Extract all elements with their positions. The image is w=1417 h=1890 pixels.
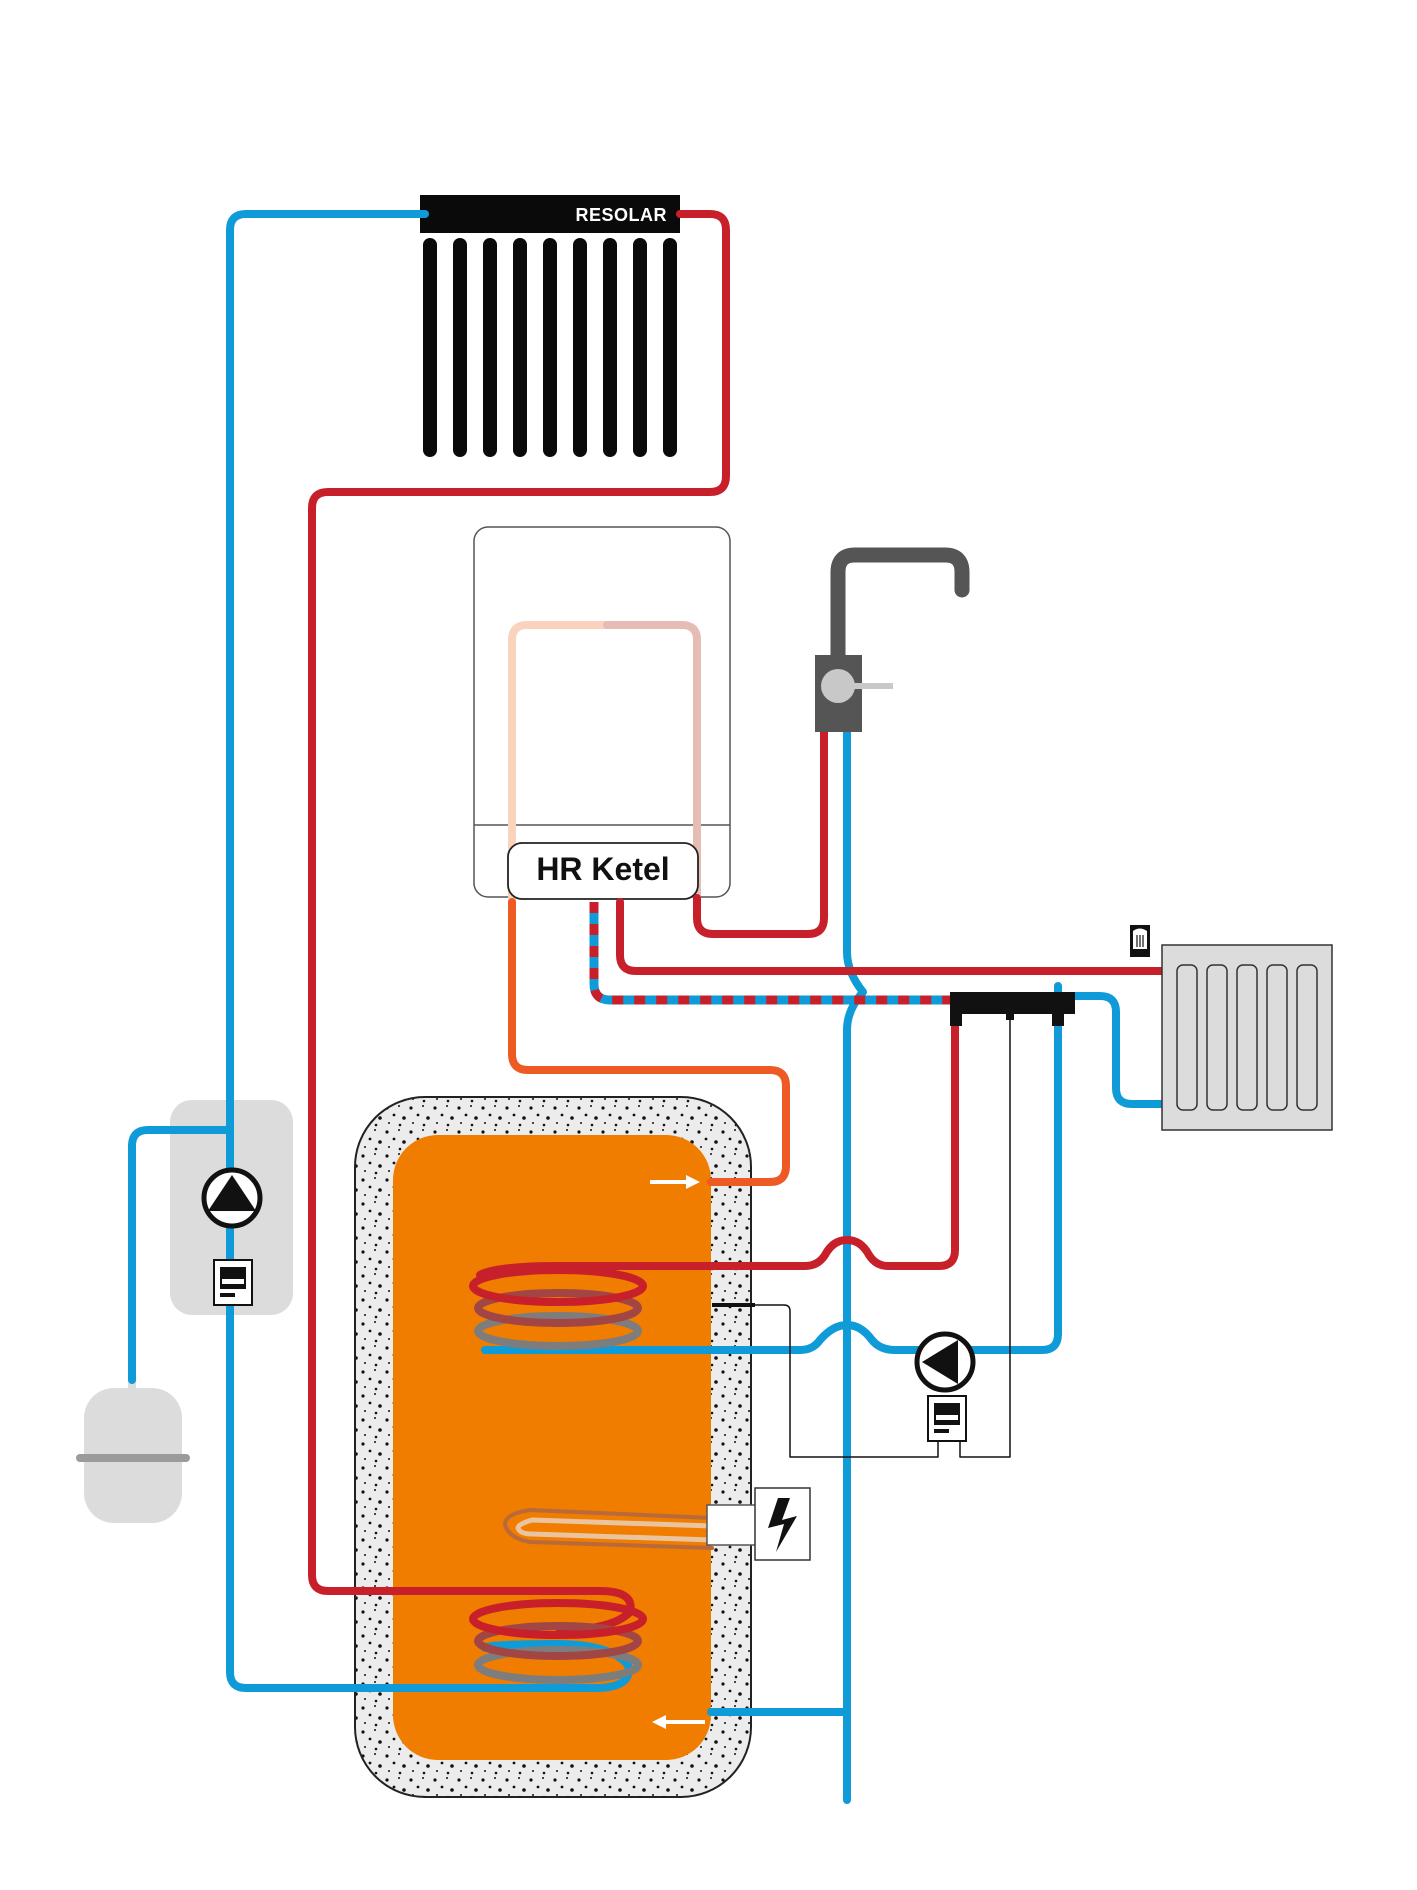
heating-pump-icon (914, 1331, 976, 1393)
radiator-icon (1161, 944, 1333, 1131)
boiler-label-box (507, 842, 699, 900)
control-wiring (712, 1010, 1011, 1458)
solar-return-pipe (226, 210, 633, 1692)
flow-arrow-icon (650, 1175, 700, 1189)
cold-water-main (843, 716, 867, 1804)
boiler-inner-loop-right (603, 621, 701, 902)
cold-pipes (128, 210, 1166, 1804)
hydraulic-manifold-icon (950, 992, 1075, 1026)
boiler-to-tank-pipe (508, 898, 790, 1186)
radiator-return-pipe (1068, 992, 1166, 1108)
electric-heater-icon (503, 1487, 811, 1561)
expansion-vessel-pipe (128, 1126, 234, 1384)
mixer-tap-icon (815, 547, 970, 732)
controller-icon (213, 1259, 253, 1306)
hot-water-to-tap-pipe (693, 721, 828, 938)
brand-logo: RESOLAR (575, 205, 667, 225)
gas-boiler: HR Ketel (473, 526, 731, 906)
tank-water (393, 1135, 711, 1760)
expansion-vessel (76, 1378, 190, 1523)
boiler-inner-loop-left (508, 621, 611, 906)
flow-arrow-icon (652, 1715, 705, 1729)
thermostatic-valve-icon (1130, 925, 1150, 957)
solar-coil-lower (469, 1599, 647, 1684)
boiler-return-pipe (589, 902, 950, 1005)
lightning-icon (768, 1498, 797, 1552)
solar-tubes (423, 238, 677, 457)
solar-pump-icon (201, 1167, 263, 1229)
boiler-label: HR Ketel (536, 851, 669, 887)
solar-collector: RESOLAR (420, 195, 680, 457)
controller-icon (927, 1395, 967, 1442)
solar-collector-header (420, 195, 680, 233)
heating-coil-upper (469, 1266, 647, 1350)
coil-return-pipe (481, 982, 1062, 1354)
radiator-flow-pipe (616, 898, 1166, 975)
